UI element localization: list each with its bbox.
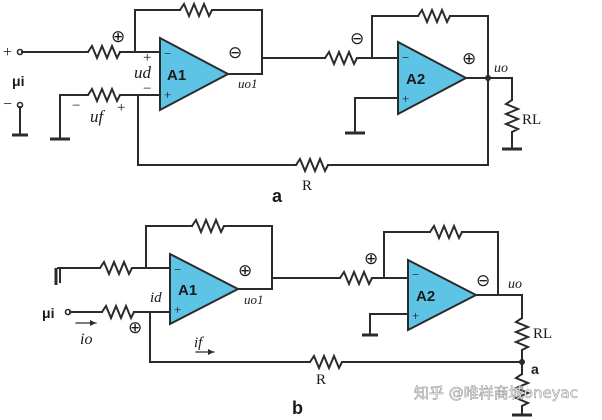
- resistor-b-link: [339, 269, 373, 287]
- label-a-uo: uo: [494, 61, 508, 76]
- resistor-b-input: [99, 259, 133, 277]
- label-a-uf: uf: [90, 107, 106, 126]
- resistor-a-feedback-a2: [417, 7, 451, 25]
- label-b-op1-minus: −: [174, 262, 181, 277]
- label-a-ud-minus: −: [143, 81, 151, 97]
- polarity-b-op2-in: ⊕: [364, 249, 378, 269]
- label-a-r: R: [302, 178, 312, 194]
- watermark: 知乎 @唯样商城oneyac: [414, 384, 578, 402]
- resistor-b-source: [101, 303, 135, 321]
- resistor-b-rl: [513, 317, 531, 351]
- label-a-source: μi: [12, 73, 24, 89]
- polarity-a-op1-out: ⊖: [228, 43, 242, 63]
- label-a-amp2: A2: [406, 71, 425, 88]
- resistor-a-rl: [503, 99, 521, 133]
- label-a-op2-minus: −: [402, 50, 409, 65]
- label-a-amp1: A1: [167, 67, 186, 84]
- label-a-ud-plus: +: [143, 50, 151, 66]
- resistor-a-link: [324, 49, 358, 67]
- label-a-uf-minus: −: [72, 98, 80, 114]
- label-a-op1-minus: −: [164, 46, 171, 61]
- label-a-op1-plus: +: [164, 87, 171, 102]
- label-b-op1-plus: +: [174, 302, 181, 317]
- opamp-a1: [159, 36, 231, 112]
- polarity-a-op1-in: ⊕: [111, 27, 125, 47]
- polarity-b-op1-out: ⊕: [238, 261, 252, 281]
- caption-b: b: [292, 398, 303, 418]
- polarity-b-op2-out: ⊖: [476, 271, 490, 291]
- label-a-uo1: uo1: [238, 76, 258, 91]
- opamp-b-a1: [169, 252, 241, 326]
- label-b-io: io: [80, 331, 92, 348]
- resistor-a-r: [295, 156, 329, 174]
- opamp-a2: [397, 40, 469, 116]
- label-b-op2-plus: +: [412, 308, 419, 323]
- label-b-if: if: [194, 335, 204, 351]
- label-b-id: id: [150, 290, 162, 306]
- resistor-b-ground: [513, 373, 531, 407]
- label-b-node-a: a: [531, 361, 539, 377]
- caption-a: a: [272, 186, 283, 206]
- label-b-r: R: [316, 372, 326, 388]
- resistor-b-feedback-a1: [191, 217, 225, 235]
- label-b-rl: RL: [533, 326, 552, 342]
- label-a-uf-plus: +: [117, 100, 125, 116]
- resistor-a-feedback-a1: [179, 1, 213, 19]
- polarity-a-op2-in: ⊖: [350, 29, 364, 49]
- polarity-b-in: ⊕: [128, 318, 142, 338]
- diagram-b: μi io id ⊕ − + A1 ⊕ uo1 ⊕ − + A2 ⊖ uo RL…: [42, 217, 552, 418]
- resistor-b-feedback-a2: [429, 223, 463, 241]
- resistor-a-uf: [87, 86, 121, 104]
- resistor-a-input: [87, 43, 121, 61]
- label-a-ud: ud: [134, 63, 152, 82]
- label-b-uo1: uo1: [244, 292, 264, 307]
- opamp-b-a2: [407, 258, 479, 332]
- label-b-amp2: A2: [416, 288, 435, 305]
- label-a-op2-plus: +: [402, 91, 409, 106]
- label-b-uo: uo: [508, 277, 522, 292]
- label-a-in-plus: +: [3, 44, 12, 61]
- label-b-op2-minus: −: [412, 267, 419, 282]
- label-a-in-minus: −: [3, 96, 12, 113]
- resistor-b-r: [309, 353, 343, 371]
- label-b-source: μi: [42, 305, 54, 321]
- polarity-a-op2-out: ⊕: [462, 49, 476, 69]
- diagram-a: + − μi ⊕ ud + − − uf + − + A1 ⊖ uo1 ⊖ − …: [3, 1, 541, 206]
- label-a-rl: RL: [522, 112, 541, 128]
- label-b-amp1: A1: [178, 282, 197, 299]
